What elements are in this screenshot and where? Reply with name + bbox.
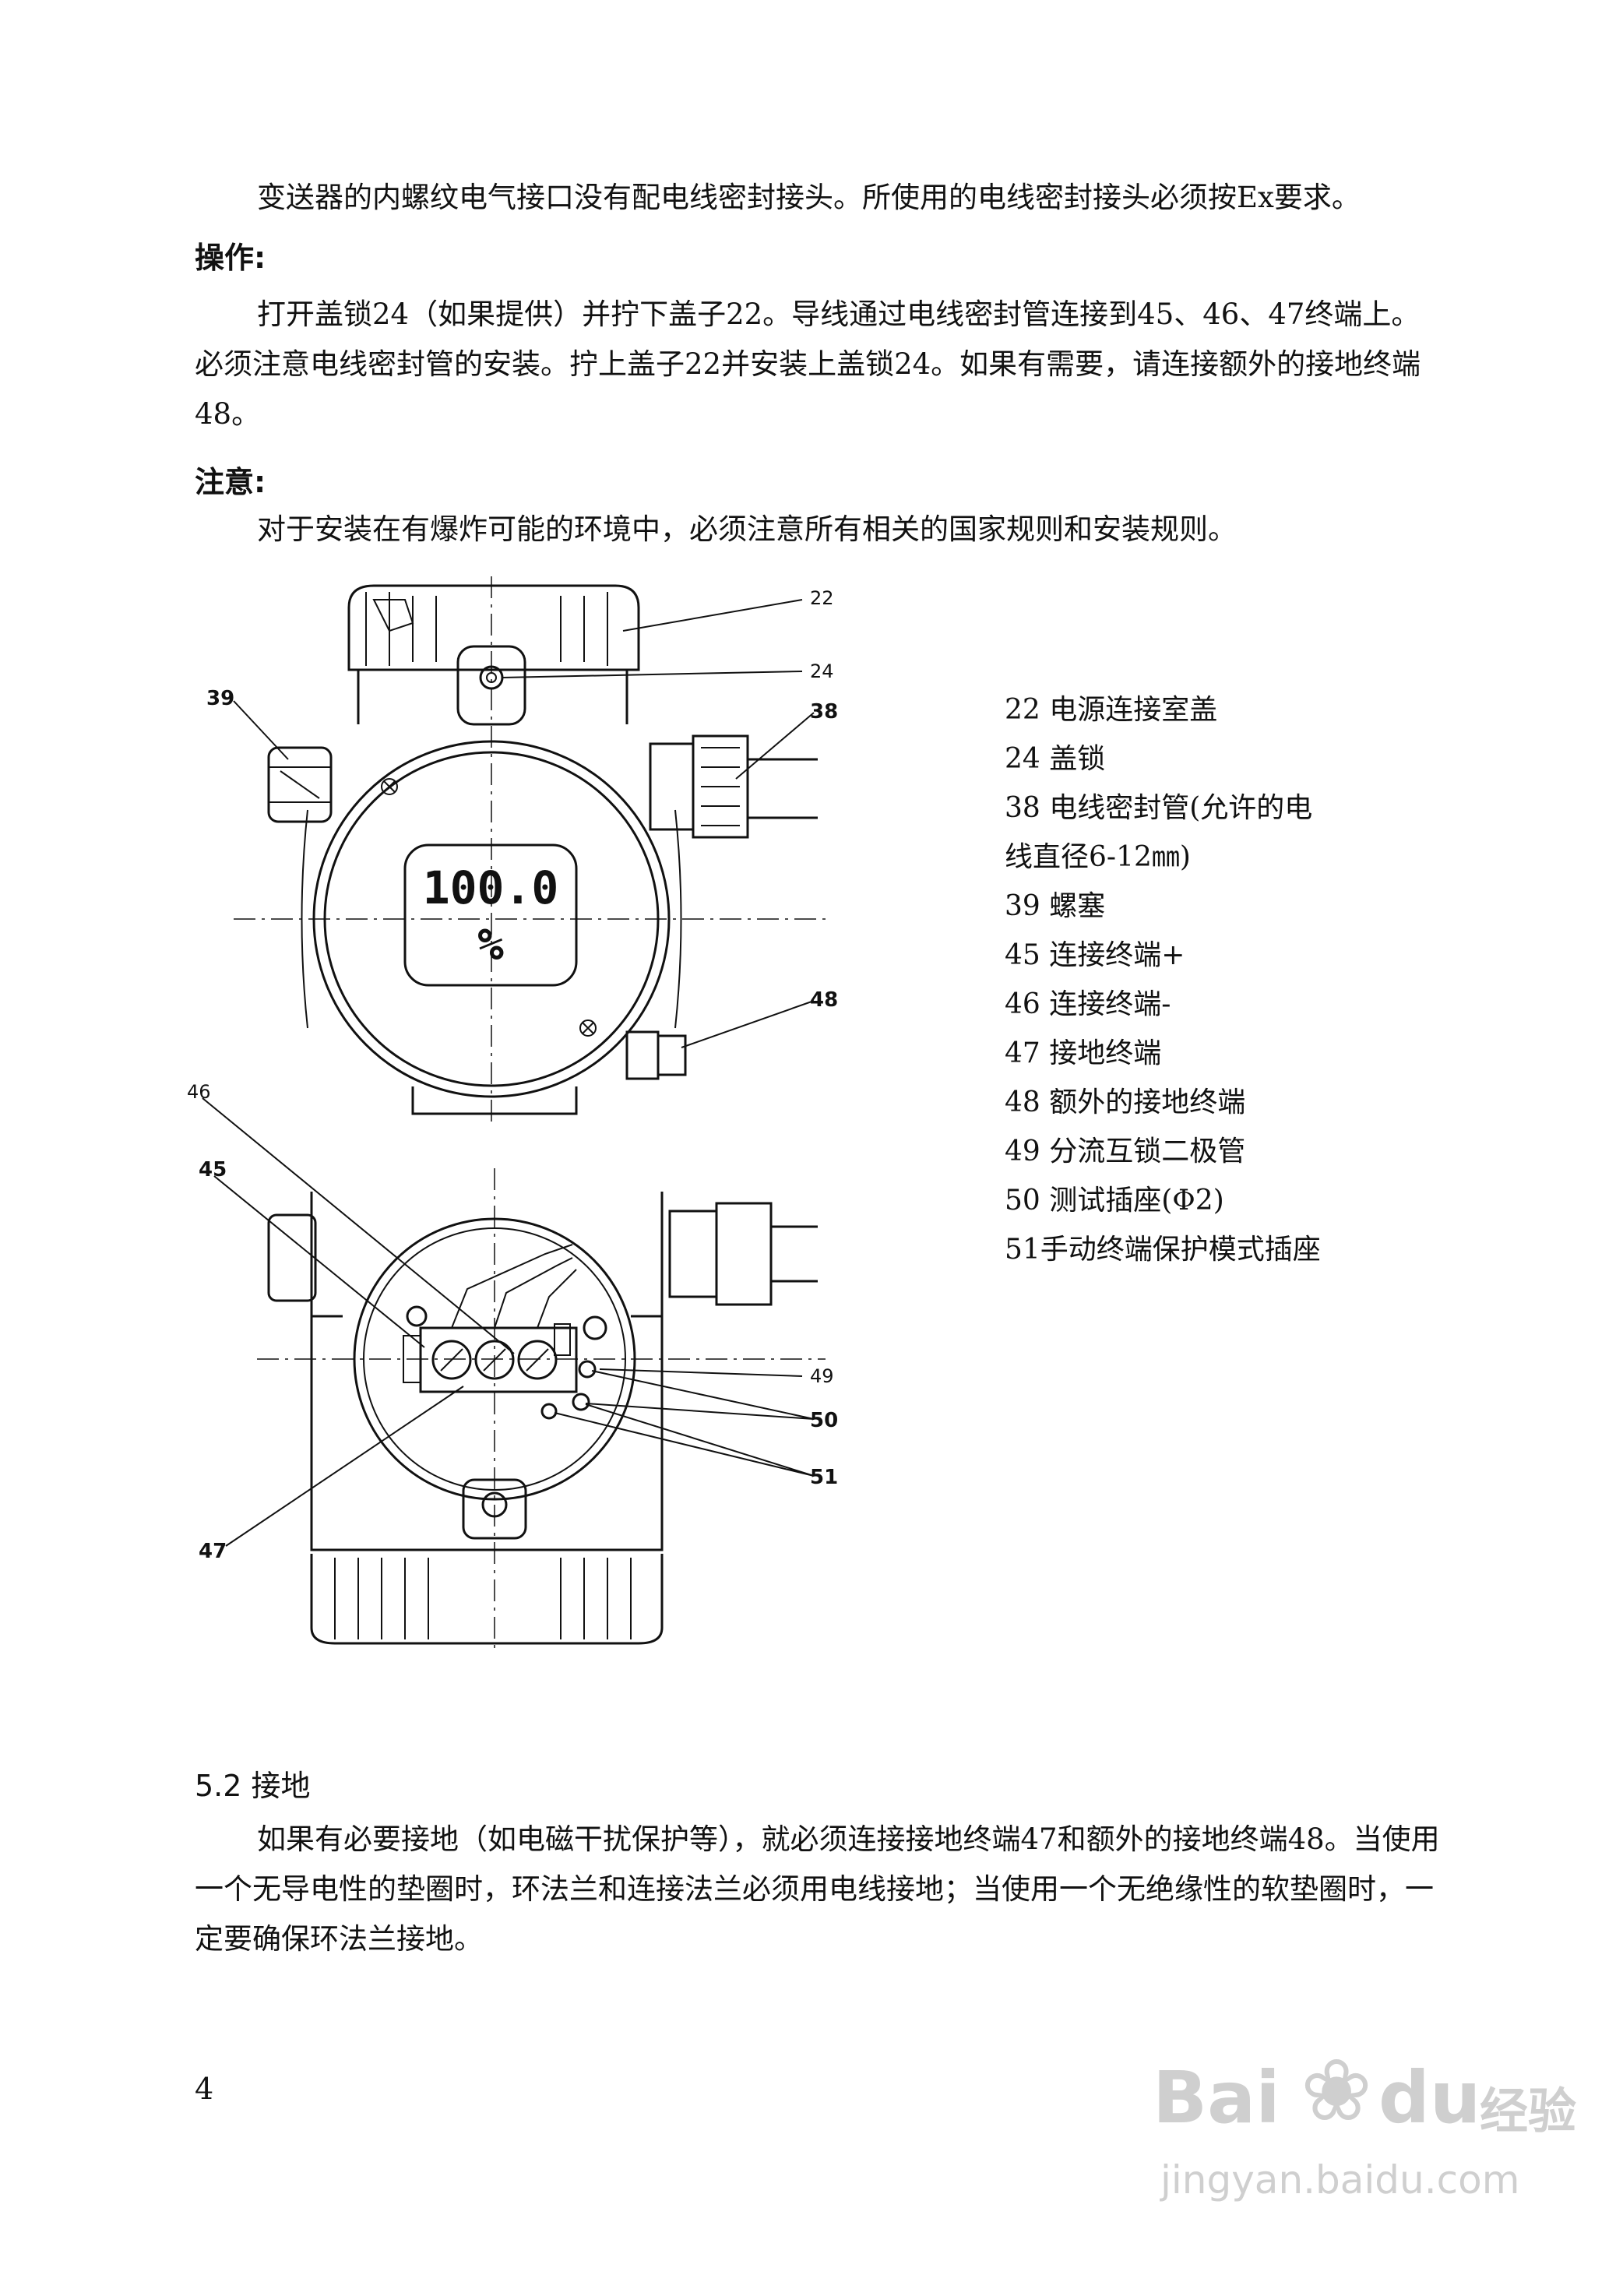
legend-item: 线直径6-12㎜) [1005,841,1191,873]
note-paragraph: 对于安装在有爆炸可能的环境中，必须注意所有相关的国家规则和安装规则。 [257,512,1237,546]
paw-icon: ❀ [1301,2041,1373,2140]
operation-paragraph: 打开盖锁24（如果提供）并拧下盖子22。导线通过电线密封管连接到45、46、47… [195,298,1421,431]
callout-46: 46 [187,1081,211,1103]
bottom-view [257,1168,826,1651]
legend-item: 39 螺塞 [1005,890,1106,922]
callout-leaders [202,599,815,1547]
watermark-brand-2: du [1378,2056,1481,2139]
legend-item: 45 连接终端+ [1005,939,1185,971]
legend-item: 51手动终端保护模式插座 [1005,1234,1321,1266]
section-paragraph: 如果有必要接地（如电磁干扰保护等），就必须连接接地终端47和额外的接地终端48。… [195,1822,1440,1956]
legend-item: 47 接地终端 [1005,1037,1162,1069]
watermark-url: jingyan.baidu.com [1160,2157,1520,2203]
callout-45: 45 [199,1158,227,1181]
callout-47: 47 [199,1540,227,1563]
callout-24: 24 [810,660,834,682]
operation-heading: 操作: [195,241,266,275]
callout-38: 38 [810,700,838,724]
legend-item: 24 盖锁 [1005,743,1106,775]
legend-item: 46 连接终端- [1005,988,1171,1020]
top-view: 100.0 % [234,576,826,1125]
page-number: 4 [195,2072,214,2106]
display-unit: % [477,920,504,970]
callout-51: 51 [810,1466,838,1489]
callout-22: 22 [810,587,834,609]
callout-labels: 22 24 39 38 48 46 45 49 50 51 47 [187,587,838,1563]
note-heading: 注意: [195,465,266,499]
callout-39: 39 [206,687,234,710]
parts-legend: 22 电源连接室盖 24 盖锁 38 电线密封管(允许的电 线直径6-12㎜) … [1005,685,1441,1274]
legend-item: 38 电线密封管(允许的电 [1005,792,1313,824]
section-heading: 5.2 接地 [195,1769,311,1803]
watermark-suffix: 经验 [1480,2083,1577,2139]
watermark-brand: Bai [1153,2056,1280,2139]
callout-48: 48 [810,988,838,1012]
callout-50: 50 [810,1409,838,1432]
baidu-watermark: Bai ❀ du 经验 jingyan.baidu.com [1153,2041,1589,2235]
display-value: 100.0 [423,861,559,914]
legend-item: 50 测试插座(Φ2) [1005,1185,1224,1217]
intro-paragraph: 变送器的内螺纹电气接口没有配电线密封接头。所使用的电线密封接头必须按Ex要求。 [257,181,1361,214]
callout-49: 49 [810,1365,834,1387]
legend-item: 48 额外的接地终端 [1005,1086,1246,1118]
legend-item: 49 分流互锁二极管 [1005,1136,1246,1167]
legend-item: 22 电源连接室盖 [1005,694,1218,726]
